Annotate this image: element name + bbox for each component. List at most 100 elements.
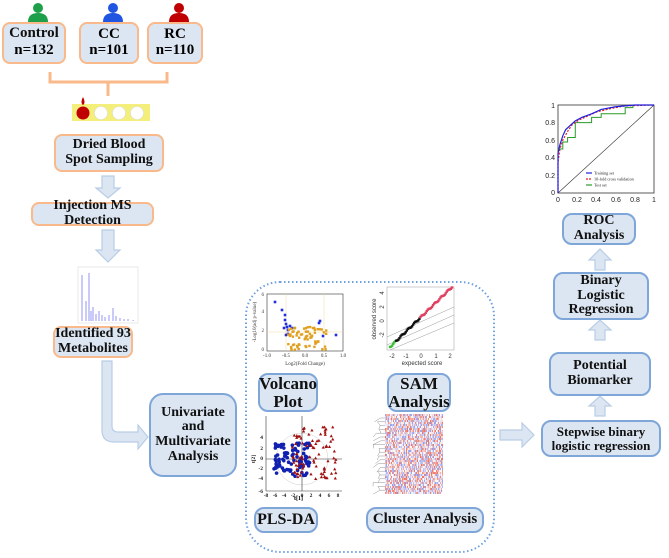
heatmap-cell — [404, 470, 405, 472]
heatmap-cell — [398, 428, 399, 430]
heatmap-cell — [389, 492, 390, 494]
heatmap-cell — [395, 446, 396, 448]
heatmap-cell — [409, 444, 410, 446]
heatmap-cell — [416, 484, 417, 486]
heatmap-cell — [417, 422, 418, 424]
heatmap-cell — [416, 486, 417, 488]
heatmap-cell — [433, 458, 434, 460]
heatmap-cell — [414, 492, 415, 494]
heatmap-cell — [397, 424, 398, 426]
legend-training: Training set — [594, 171, 615, 176]
volcano-point — [284, 322, 288, 326]
heatmap-cell — [400, 424, 401, 426]
heatmap-cell — [415, 480, 416, 482]
heatmap-cell — [388, 420, 389, 422]
heatmap-cell — [420, 426, 421, 428]
heatmap-cell — [397, 430, 398, 432]
heatmap-cell — [408, 420, 409, 422]
heatmap-cell — [442, 452, 443, 454]
heatmap-cell — [442, 480, 443, 482]
heatmap-cell — [390, 480, 391, 482]
heatmap-cell — [423, 450, 424, 452]
heatmap-cell — [423, 476, 424, 478]
heatmap-cell — [405, 482, 406, 484]
heatmap-cell — [436, 450, 437, 452]
heatmap-cell — [392, 470, 393, 472]
heatmap-cell — [414, 486, 415, 488]
heatmap-cell — [411, 486, 412, 488]
heatmap-cell — [388, 492, 389, 494]
heatmap-cell — [437, 460, 438, 462]
pls-point-red — [312, 446, 316, 450]
pls-point-red — [314, 456, 318, 460]
heatmap-cell — [406, 488, 407, 490]
heatmap-cell — [418, 436, 419, 438]
pls-point-red — [314, 464, 318, 468]
heatmap-cell — [409, 430, 410, 432]
heatmap-cell — [399, 462, 400, 464]
roc-plot: Training set 10-fold cross validation Te… — [545, 103, 656, 204]
heatmap-cell — [440, 430, 441, 432]
heatmap-cell — [411, 460, 412, 462]
heatmap-cell — [413, 470, 414, 472]
heatmap-cell — [432, 468, 433, 470]
heatmap-cell — [421, 490, 422, 492]
heatmap-cell — [401, 458, 402, 460]
heatmap-cell — [414, 484, 415, 486]
heatmap-cell — [420, 474, 421, 476]
heatmap-cell — [400, 430, 401, 432]
pls-point-red — [292, 460, 296, 464]
pls-point-red — [314, 477, 318, 480]
heatmap-cell — [438, 476, 439, 478]
heatmap-cell — [408, 428, 409, 430]
heatmap-cell — [434, 424, 435, 426]
heatmap-cell — [392, 492, 393, 494]
dendrogram-branch — [378, 448, 385, 453]
heatmap-cell — [404, 482, 405, 484]
heatmap-cell — [415, 456, 416, 458]
heatmap-cell — [418, 482, 419, 484]
heatmap-cell — [434, 446, 435, 448]
heatmap-cell — [421, 434, 422, 436]
heatmap-cell — [389, 446, 390, 448]
heatmap-cell — [418, 424, 419, 426]
heatmap-cell — [425, 424, 426, 426]
heatmap-cell — [439, 468, 440, 470]
heatmap-cell — [397, 446, 398, 448]
heatmap-cell — [392, 486, 393, 488]
heatmap-cell — [389, 432, 390, 434]
heatmap-cell — [388, 488, 389, 490]
heatmap-cell — [417, 420, 418, 422]
heatmap-cell — [411, 424, 412, 426]
analysis-plsda: PLS-DA — [254, 507, 318, 533]
heatmap-cell — [417, 466, 418, 468]
heatmap-cell — [427, 424, 428, 426]
heatmap-cell — [405, 448, 406, 450]
heatmap-cell — [406, 418, 407, 420]
heatmap-cell — [395, 432, 396, 434]
heatmap-cell — [435, 482, 436, 484]
heatmap-cell — [408, 466, 409, 468]
heatmap-cell — [385, 430, 386, 432]
heatmap-cell — [395, 450, 396, 452]
volcano-point — [325, 329, 328, 332]
heatmap-cell — [403, 414, 404, 416]
heatmap-cell — [439, 430, 440, 432]
heatmap-cell — [423, 474, 424, 476]
heatmap-cell — [386, 438, 387, 440]
heatmap-cell — [425, 472, 426, 474]
heatmap-cell — [398, 462, 399, 464]
heatmap-cell — [441, 464, 442, 466]
heatmap-cell — [412, 446, 413, 448]
heatmap-cell — [404, 480, 405, 482]
heatmap-cell — [440, 478, 441, 480]
heatmap-cell — [385, 460, 386, 462]
heatmap-cell — [417, 444, 418, 446]
heatmap-cell — [386, 424, 387, 426]
heatmap-cell — [434, 414, 435, 416]
heatmap-cell — [399, 438, 400, 440]
pls-point-red — [324, 444, 329, 447]
heatmap-cell — [442, 420, 443, 422]
heatmap-cell — [397, 426, 398, 428]
heatmap-cell — [427, 428, 428, 430]
